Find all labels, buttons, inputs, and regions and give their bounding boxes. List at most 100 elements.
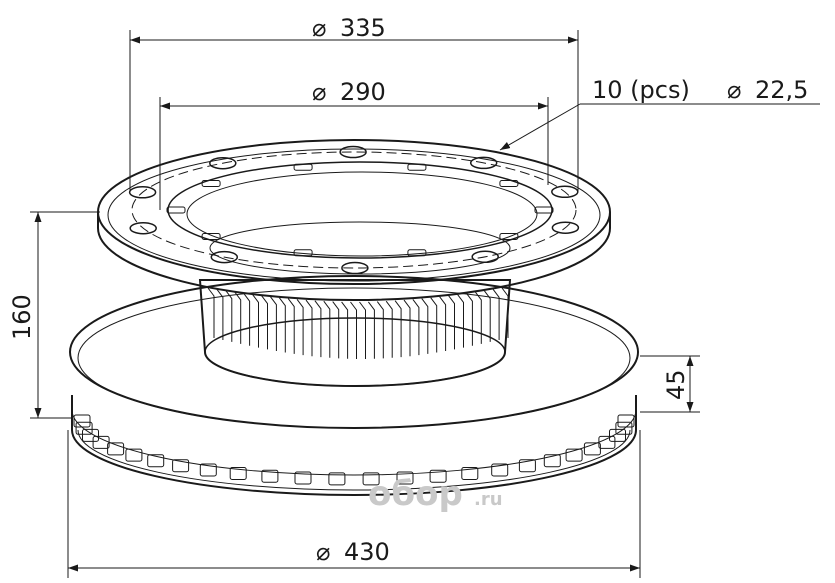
bolt-hole [129,221,157,235]
bolt-hole [471,250,499,264]
hub-rib [376,301,384,359]
vent-vane [82,428,99,442]
vent-vane [172,459,190,473]
hub-rib [341,301,349,359]
disc-diameter-label: 430 [344,538,390,566]
vent-vane [294,471,312,485]
hub-hat [198,279,512,387]
flange-notches [166,163,554,257]
vent-vane [583,442,601,456]
vent-vane [617,414,635,428]
flange-notch [499,233,519,240]
hub-rib [368,301,375,359]
hub-rib [270,296,277,351]
hub-rib [252,294,259,348]
vent-vane [199,463,217,477]
hub-rib [314,300,322,358]
dim-disc-diameter: ⌀ 430 [316,538,390,566]
dim-bolt-circle: ⌀ 290 [312,78,386,106]
vent-vane [615,421,633,435]
dim-holes: 10 (pcs) ⌀ 22,5 [592,76,808,104]
dim-outer-flange: ⌀ 335 [312,14,386,42]
flange-notch [407,163,427,171]
hub-rib [207,287,215,338]
bolt-hole [469,156,498,170]
disc-thickness-label: 45 [662,369,690,400]
hub-rib [457,294,464,348]
diameter-symbol: ⌀ [727,76,741,104]
diameter-symbol: ⌀ [312,14,326,42]
vent-vane [429,469,447,483]
flange-notch [293,163,313,171]
vent-vane [261,469,279,483]
flange-notch [201,233,221,240]
bolt-hole [341,261,369,275]
hub-rib [305,299,313,357]
brake-disc-rotor [69,275,639,496]
diameter-symbol: ⌀ [316,538,330,566]
bolt-circle-diameter-label: 290 [340,78,386,106]
hub-rib [501,287,509,338]
hub-rib [492,289,500,340]
hub-rib [243,292,251,346]
hub-rib [385,300,393,358]
hub-rib [448,295,455,350]
hub-rib [421,298,429,354]
hub-rib [287,298,295,354]
flange-notch [499,180,519,187]
mounting-flange [97,139,611,301]
bolt-hole [339,145,367,159]
hub-rib [261,295,268,350]
hub-rib [412,299,420,356]
hub-rib [359,301,366,359]
diameter-symbol: ⌀ [312,78,326,106]
hub-rib [225,290,233,342]
hub-rib [474,291,482,344]
vent-vane [518,459,536,473]
flange-notch [201,180,221,187]
dimension-lines [30,30,820,578]
vent-vane [147,454,165,468]
watermark-logo: oбор .ru [368,474,503,514]
hub-rib [350,301,357,359]
hub-rib [466,292,473,346]
holes-count-label: 10 (pcs) [592,76,690,104]
flange-notch [166,206,186,214]
bolt-holes [128,145,580,275]
vent-vane [491,463,509,477]
hub-rib [430,297,438,353]
vent-vane [565,448,583,462]
vent-vane [609,428,626,442]
watermark-suffix: .ru [474,489,503,510]
hub-rib [394,300,402,358]
bolt-hole [209,156,237,170]
flange-notch [407,249,427,257]
bolt-hole [128,186,157,199]
watermark-brand: oбор [368,474,463,514]
vent-vane [92,435,110,449]
hub-cooling-ribs [207,287,509,359]
vent-vane [75,421,93,435]
hub-rib [323,300,331,358]
vent-vane [229,467,247,480]
hub-rib [332,301,340,359]
hub-rib [403,299,411,357]
vent-vane [73,414,91,428]
vent-vane [362,472,380,486]
vent-vane [328,472,346,486]
flange-notch [293,249,313,257]
bolt-hole [210,250,239,264]
hub-rib [483,290,491,342]
hub-rib [278,297,286,353]
outer-flange-diameter-label: 335 [340,14,386,42]
vent-vane [461,467,479,480]
vent-vane [598,435,616,449]
vent-vane [107,442,125,456]
ventilation-vanes [73,414,635,486]
bolt-hole [551,221,580,234]
vent-vane [543,454,561,468]
hub-rib [216,289,224,340]
hub-rib [296,299,304,356]
flange-notch [534,206,554,214]
